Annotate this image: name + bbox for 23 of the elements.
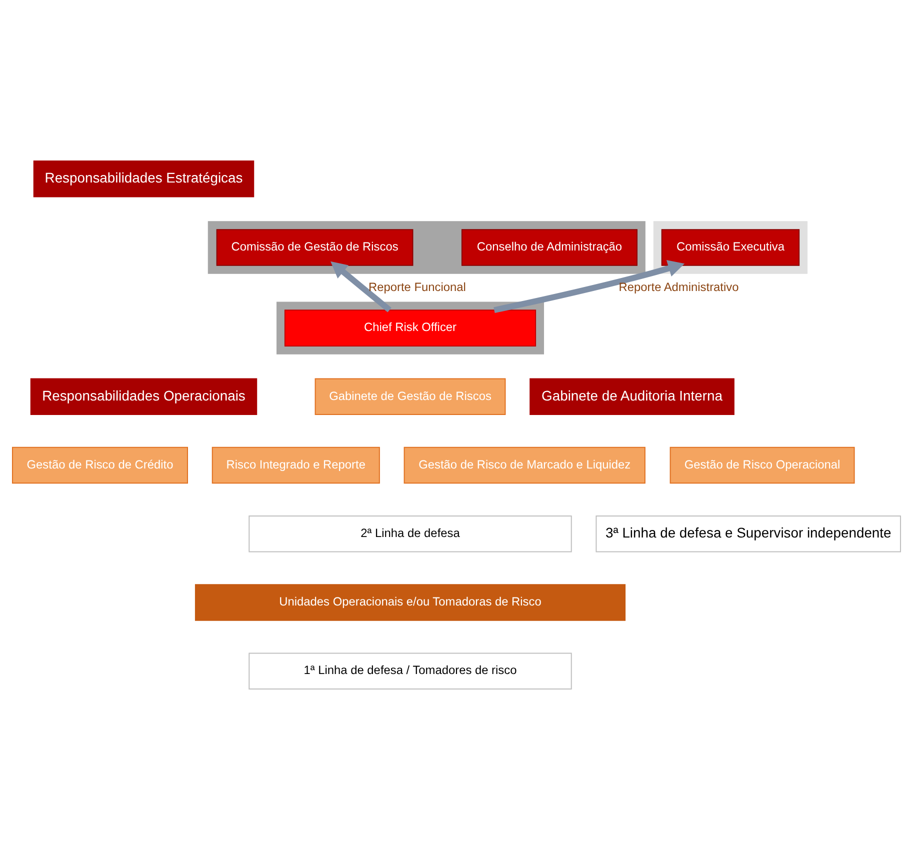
node-box: Gabinete de Gestão de Riscos <box>314 378 506 415</box>
node-box: Chief Risk Officer <box>284 309 536 346</box>
node-box: 1ª Linha de defesa / Tomadores de risco <box>248 652 572 690</box>
node-box: Gabinete de Auditoria Interna <box>530 378 734 415</box>
node-box: 3ª Linha de defesa e Supervisor independente <box>596 515 902 552</box>
node-box: Gestão de Risco Operacional <box>670 446 855 484</box>
edge-label: Reporte Funcional <box>368 279 466 294</box>
node-box: Comissão de Gestão de Riscos <box>216 228 414 266</box>
cluster <box>208 220 646 274</box>
node-box: Comissão Executiva <box>661 228 800 266</box>
node-box: Gestão de Risco de Crédito <box>12 446 188 484</box>
arrow <box>494 260 685 313</box>
node-box: Responsabilidades Estratégicas <box>33 160 254 197</box>
arrow <box>330 260 392 312</box>
cluster <box>276 301 544 354</box>
node-box: Conselho de Administração <box>461 228 638 266</box>
node-box: Responsabilidades Operacionais <box>30 378 258 415</box>
node-box: Gestão de Risco de Marcado e Liquidez <box>404 446 646 484</box>
node-box: Unidades Operacionais e/ou Tomadoras de Risco <box>194 584 626 620</box>
node-box: Risco Integrado e Reporte <box>212 446 380 484</box>
node-box: 2ª Linha de defesa <box>248 515 572 552</box>
cluster <box>653 220 808 274</box>
edge-label: Reporte Administrativo <box>618 279 739 294</box>
